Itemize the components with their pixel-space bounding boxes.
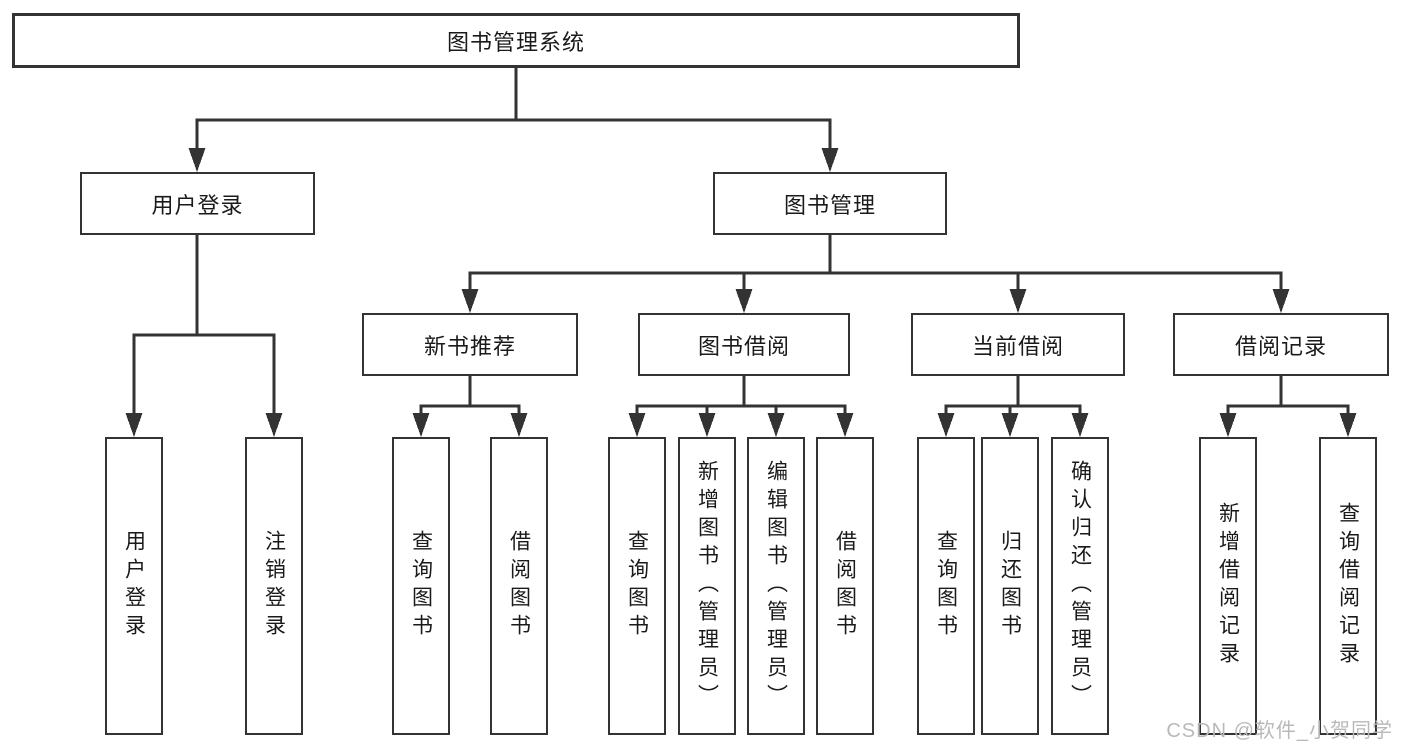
- node-book-mgmt-label: 图书管理: [783, 192, 876, 218]
- leaf-user-login: 用户登录: [105, 437, 163, 735]
- leaf-borrow-book-newrec: 借阅图书: [490, 437, 548, 735]
- leaf-query-book-newrec: 查询图书: [392, 437, 450, 735]
- leaf-label: 确认归还（管理员）: [1068, 460, 1092, 712]
- leaf-edit-book-admin: 编辑图书（管理员）: [747, 437, 805, 735]
- leaf-label: 用户登录: [122, 530, 146, 642]
- leaf-query-book-borrow: 查询图书: [608, 437, 666, 735]
- node-root-label: 图书管理系统: [446, 29, 585, 55]
- watermark: CSDN @软件_小贺同学: [1166, 720, 1393, 742]
- node-new-book-rec: 新书推荐: [362, 313, 578, 376]
- leaf-label: 借阅图书: [833, 530, 857, 642]
- leaf-label: 编辑图书（管理员）: [764, 460, 788, 712]
- leaf-add-borrow-record: 新增借阅记录: [1199, 437, 1257, 735]
- node-new-book-rec-label: 新书推荐: [423, 333, 516, 359]
- connector-user-login: [125, 234, 283, 437]
- leaf-label: 新增借阅记录: [1216, 502, 1240, 670]
- leaf-label: 查询图书: [934, 530, 958, 642]
- leaf-confirm-return-admin: 确认归还（管理员）: [1051, 437, 1109, 735]
- node-user-login-label: 用户登录: [151, 192, 244, 218]
- node-current-borrow: 当前借阅: [911, 313, 1125, 376]
- leaf-add-book-admin: 新增图书（管理员）: [678, 437, 736, 735]
- leaf-query-book-current: 查询图书: [917, 437, 975, 735]
- leaf-borrow-book: 借阅图书: [816, 437, 874, 735]
- connector-root: [188, 67, 839, 172]
- node-root: 图书管理系统: [12, 13, 1020, 68]
- node-user-login: 用户登录: [80, 172, 315, 235]
- connector-borrow-record: [1219, 375, 1357, 437]
- leaf-label: 查询借阅记录: [1336, 502, 1360, 670]
- leaf-label: 借阅图书: [507, 530, 531, 642]
- node-borrow-record: 借阅记录: [1173, 313, 1389, 376]
- leaf-label: 注销登录: [262, 530, 286, 642]
- leaf-query-borrow-record: 查询借阅记录: [1319, 437, 1377, 735]
- connector-book-mgmt: [461, 234, 1290, 313]
- leaf-label: 新增图书（管理员）: [695, 460, 719, 712]
- leaf-return-book: 归还图书: [981, 437, 1039, 735]
- connector-current-borrow: [937, 375, 1089, 437]
- node-book-borrow-label: 图书借阅: [697, 333, 790, 359]
- connector-new-book-rec: [412, 375, 528, 437]
- leaf-label: 查询图书: [409, 530, 433, 642]
- connector-book-borrow: [628, 375, 854, 437]
- leaf-logout-login: 注销登录: [245, 437, 303, 735]
- node-borrow-record-label: 借阅记录: [1234, 333, 1327, 359]
- node-current-borrow-label: 当前借阅: [971, 333, 1064, 359]
- node-book-mgmt: 图书管理: [713, 172, 947, 235]
- node-book-borrow: 图书借阅: [638, 313, 850, 376]
- leaf-label: 查询图书: [625, 530, 649, 642]
- leaf-label: 归还图书: [998, 530, 1022, 642]
